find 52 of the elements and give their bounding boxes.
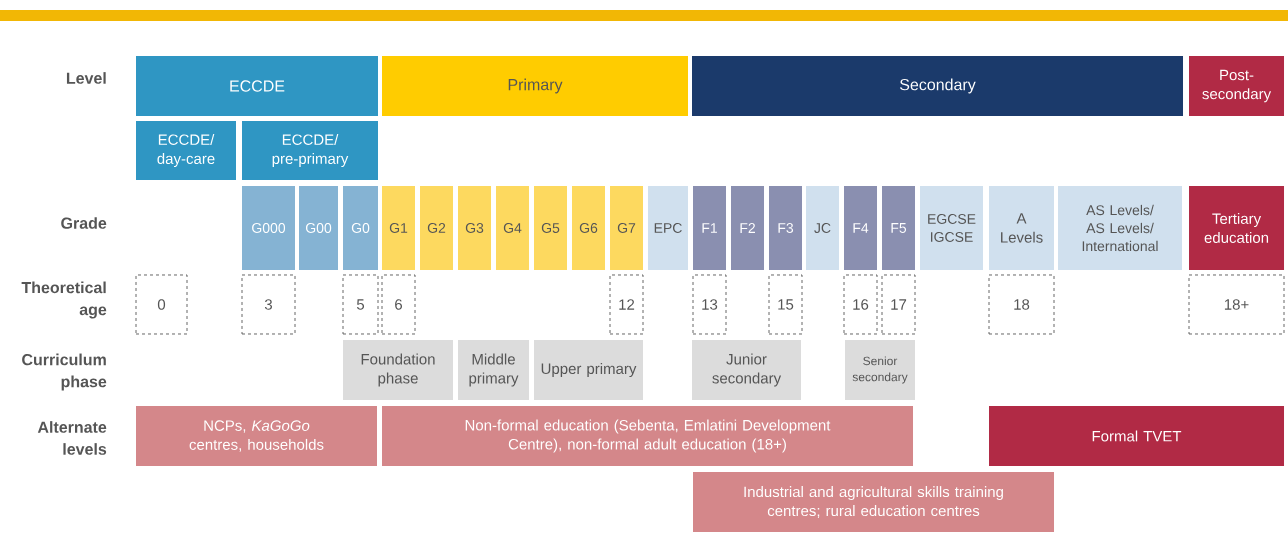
phase-box: Senior secondary [845,340,915,400]
grade-box: G4 [496,186,529,270]
grade-box: EGCSE IGCSE [920,186,983,270]
row-label: Theoretical age [21,281,107,319]
age-box: 15 [768,274,803,335]
age-box: 17 [881,274,916,335]
grade-box: Tertiary education [1189,186,1284,270]
grade-box: G0 [343,186,378,270]
age-box: 6 [381,274,416,335]
grade-box: F2 [731,186,764,270]
grade-box: G1 [382,186,415,270]
pathway-box: Industrial and agricultural skills training centres; rural education centres [693,472,1054,532]
age-box: 0 [135,274,188,335]
grade-box: G00 [299,186,338,270]
sublevel-box: ECCDE/ pre-primary [242,121,378,180]
grade-box: AS Levels/ AS Levels/ International [1058,186,1182,270]
grade-box: F5 [882,186,915,270]
phase-box: Junior secondary [692,340,801,400]
phase-box: Middle primary [458,340,529,400]
grade-box: G3 [458,186,491,270]
age-box: 5 [342,274,379,335]
age-box: 13 [692,274,727,335]
grade-box: JC [806,186,839,270]
age-box: 18 [988,274,1055,335]
row-label: Curriculum phase [22,353,107,391]
pathway-box: NCPs, KaGoGo centres, households [136,406,377,466]
grade-box: F4 [844,186,877,270]
grade-box: F1 [693,186,726,270]
level-band: Primary [382,56,688,116]
grade-box: G7 [610,186,643,270]
grade-box: A Levels [989,186,1054,270]
grade-box: G000 [242,186,295,270]
phase-box: Upper primary [534,340,643,400]
sublevel-box: ECCDE/ day-care [136,121,236,180]
grade-box: G2 [420,186,453,270]
age-box: 3 [241,274,296,335]
age-box: 16 [843,274,878,335]
grade-box: EPC [648,186,688,270]
grade-box: G6 [572,186,605,270]
row-label: Grade [61,217,107,229]
grade-box: F3 [769,186,802,270]
row-label: Level [66,72,106,84]
level-band: Secondary [692,56,1183,116]
age-box: 12 [609,274,644,335]
row-label: Alternate levels [37,421,107,455]
age-box: 18+ [1188,274,1285,335]
grade-box: G5 [534,186,567,270]
pathway-box: Non-formal education (Sebenta, Emlatini Development Centre), non-formal adult education (18+) [382,406,913,466]
phase-box: Foundation phase [343,340,453,400]
pathway-box: Formal TVET [989,406,1284,466]
level-band: Post-secondary [1189,56,1284,116]
level-band: ECCDE [136,56,378,116]
